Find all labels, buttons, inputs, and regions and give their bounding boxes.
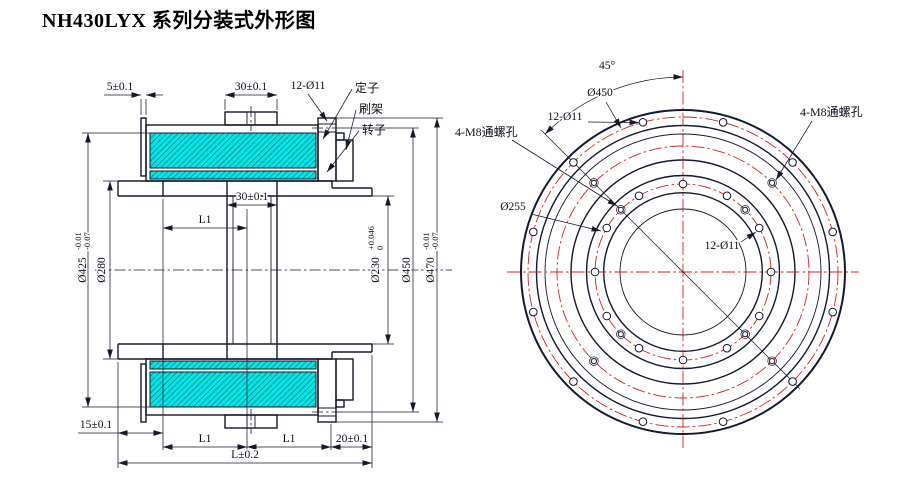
rotor-hub xyxy=(117,180,373,360)
outer-bolt-holes xyxy=(529,118,838,427)
stator-winding-top xyxy=(149,132,317,169)
dim-text: 45° xyxy=(599,60,616,72)
dim-text: 30±0.1 xyxy=(235,81,267,93)
diagonal-centerline-45 xyxy=(540,129,800,389)
dim-hub-width-30: 30±0.1 xyxy=(227,190,278,208)
dim-text: 5±0.1 xyxy=(107,81,134,93)
inner-bolt-holes xyxy=(590,179,776,365)
dim-angle-45: 45° xyxy=(544,59,684,135)
dim-dia-230: Ø230 +0.046 0 xyxy=(365,195,394,345)
dim-dia-425: Ø425 -0.01 -0.07 xyxy=(72,132,150,408)
dim-text: L1 xyxy=(283,433,296,445)
dia-425-text: Ø425 xyxy=(77,257,89,283)
dim-stub-20: 20±0.1 xyxy=(330,355,373,468)
callout-dia-255: Ø255 xyxy=(499,200,602,232)
m8-left-label: 4-M8通螺孔 xyxy=(455,125,518,139)
dim-text: 20±0.1 xyxy=(336,433,368,445)
dia-230-lower-tol: 0 xyxy=(375,246,385,250)
stator-m8-holes xyxy=(589,178,777,366)
callout-m8-left: 4-M8通螺孔 xyxy=(454,124,618,207)
dim-dia-450-section: Ø450 xyxy=(342,127,419,413)
dim-l1-mid: L1 xyxy=(162,199,248,450)
dim-text: L±0.2 xyxy=(231,449,259,461)
dia-425-lower-tol: -0.07 xyxy=(82,232,92,250)
callout-dia-450-front: Ø450 xyxy=(586,86,622,129)
dia-470-upper-tol: -0.01 xyxy=(421,232,431,250)
callout-stator: 定子 xyxy=(322,79,381,140)
dim-text: L1 xyxy=(199,433,212,445)
dim-text: Ø450 xyxy=(587,87,613,99)
dia-230-upper-tol: +0.046 xyxy=(366,226,376,250)
section-view: 5±0.1 30±0.1 12-Ø11 定子 刷架 转 xyxy=(72,79,452,468)
callout-12-holes-outer: 12-Ø11 xyxy=(546,110,640,126)
dia-450-text: Ø450 xyxy=(401,257,413,283)
front-view-centerlines xyxy=(507,70,859,448)
callout-12-holes-top: 12-Ø11 xyxy=(289,79,328,122)
dim-text: 15±0.1 xyxy=(80,419,112,431)
callout-12-holes-inner: 12-Ø11 xyxy=(703,231,757,254)
dia-280-text: Ø280 xyxy=(96,257,108,283)
dia-230-text: Ø230 xyxy=(370,257,382,283)
stator-winding-bottom xyxy=(149,371,317,408)
callout-m8-right: 4-M8通螺孔 xyxy=(775,104,864,181)
dim-total-length: L±0.2 xyxy=(117,448,373,466)
dia-470-text: Ø470 xyxy=(425,257,437,283)
dim-text: L1 xyxy=(199,214,212,226)
front-view: 45° Ø450 12-Ø11 4-M8通螺孔 4-M8通螺孔 Ø255 xyxy=(454,59,864,448)
rotor-winding-bottom xyxy=(149,360,317,370)
callout-brush-holder: 刷架 xyxy=(345,101,385,151)
stator-label: 定子 xyxy=(355,80,379,95)
dia-470-lower-tol: -0.07 xyxy=(430,232,440,250)
m8-right-label: 4-M8通螺孔 xyxy=(800,105,863,119)
dim-text: 12-Ø11 xyxy=(291,80,326,92)
dim-offset-15: 15±0.1 xyxy=(78,362,163,468)
dim-boss-width-30-top: 30±0.1 xyxy=(224,80,278,110)
callout-rotor: 转子 xyxy=(326,121,388,173)
dim-text: 12-Ø11 xyxy=(705,240,740,252)
dim-dia-280: Ø280 xyxy=(95,180,118,360)
brush-holder-label: 刷架 xyxy=(359,102,383,116)
dim-text: 30±0.1 xyxy=(236,191,268,203)
dim-flange-thickness-5: 5±0.1 xyxy=(104,80,163,115)
dim-l1-left: L1 xyxy=(163,432,247,450)
section-centerlines xyxy=(95,106,452,434)
dia-425-upper-tol: -0.01 xyxy=(73,232,83,250)
dim-dia-470: Ø470 -0.01 -0.07 xyxy=(336,117,443,423)
dim-text: 12-Ø11 xyxy=(548,111,583,123)
drawing-title: NH430LYX 系列分装式外形图 xyxy=(42,10,316,32)
rotor-winding-top xyxy=(149,170,317,180)
dim-text: Ø255 xyxy=(500,201,526,213)
rotor-label: 转子 xyxy=(362,122,386,137)
rotor-m8-holes xyxy=(616,205,750,339)
